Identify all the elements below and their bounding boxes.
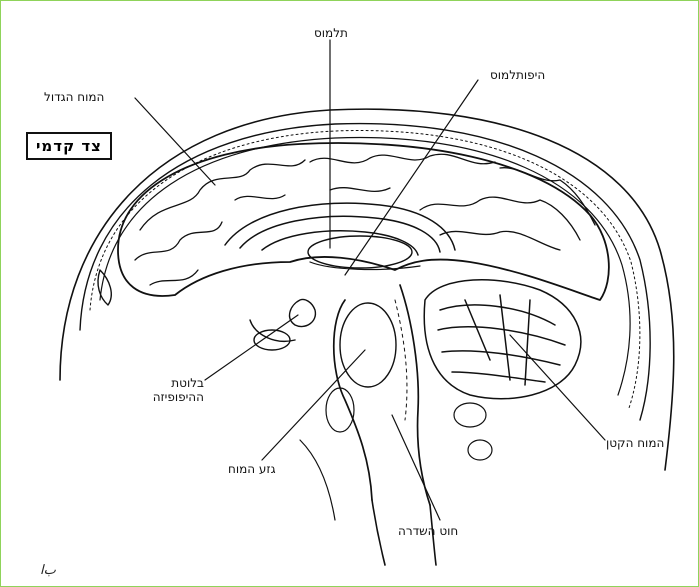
pons-shape [339, 302, 397, 388]
artist-signature: ﺏﺍ [40, 563, 56, 578]
leader-brainstem [261, 349, 366, 461]
leader-lines [134, 39, 606, 521]
label-cerebellum: המוח הקטן [606, 436, 665, 450]
skull-texture [89, 130, 641, 409]
label-cerebrum: המוח הגדול [44, 90, 105, 104]
leader-pituitary [204, 314, 299, 381]
leader-cerebellum [509, 334, 606, 441]
label-thalamus: תלמוס [314, 26, 348, 40]
label-spinal-cord: חוט השדרה [398, 524, 459, 538]
leader-cerebrum [134, 97, 216, 186]
gyri-pattern [134, 153, 596, 286]
thalamus-shape [307, 235, 413, 269]
cerebrum-outline [117, 142, 610, 301]
brainstem-shape [332, 284, 431, 506]
cerebellum-shape [423, 279, 582, 400]
label-anterior-side: צד קדמי [26, 132, 112, 160]
leader-spinal-cord [391, 414, 441, 521]
brainstem-hatching [394, 299, 408, 421]
pituitary-area [97, 269, 317, 351]
skull-outer [79, 122, 651, 421]
leader-hypothalamus [344, 79, 479, 276]
label-hypothalamus: היפותלמוס [490, 68, 546, 82]
corpus-callosum [224, 202, 456, 256]
head-outline [59, 108, 675, 471]
label-brainstem: גזע המוח [228, 462, 276, 476]
skull-inner [99, 136, 631, 396]
spinal-cord-shape [371, 499, 437, 566]
third-ventricle [309, 261, 421, 271]
label-pituitary-line1: בלוטת [171, 376, 204, 390]
label-pituitary-line2: ההיפופיזה [152, 390, 204, 404]
vertebrae [299, 387, 493, 521]
